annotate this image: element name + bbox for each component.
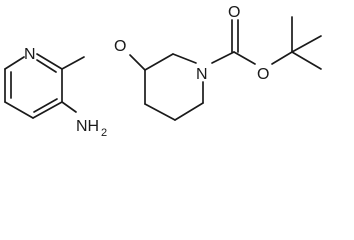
bond-pip-c2-n [172, 53, 197, 64]
bond-pyr-c3-c4 [32, 101, 63, 119]
piperidine-nitrogen-label: N [196, 66, 208, 83]
amine-nh-label: NH [76, 118, 99, 135]
carbonyl-oxygen-label: O [228, 4, 240, 21]
bond-ester-o-tbu [271, 51, 293, 65]
chemical-structure-diagram: N O N O O NH 2 [4, 4, 322, 139]
ester-oxygen-label: O [257, 66, 269, 83]
ether-oxygen-label: O [114, 38, 126, 55]
pyridine-nitrogen-label: N [24, 46, 36, 63]
bond-o-pip [129, 54, 146, 71]
amine-subscript-label: 2 [101, 127, 107, 139]
bond-pyr-c6-n [4, 56, 25, 70]
piperidine-ring [144, 53, 204, 121]
pyridine-ring [4, 53, 63, 119]
bond-carbonyl-ester-o [233, 51, 256, 65]
bond-c2-o [61, 56, 85, 70]
bond-n-carbonyl [211, 51, 235, 64]
bond-pip-c3-c2 [144, 53, 174, 71]
structure-svg: N O N O O NH 2 [4, 4, 322, 139]
bond-pyr-n-c2 [36, 53, 63, 70]
bond-pyr-inner-1 [36, 59, 57, 73]
bond-c3-nh2 [61, 101, 77, 113]
bond-tbu-methyl-down [291, 51, 322, 70]
bond-pip-c6-c5 [174, 102, 204, 121]
bond-pyr-c4-c5 [4, 101, 34, 119]
bond-tbu-methyl-right [291, 35, 322, 53]
bond-pip-c5-c4 [144, 103, 176, 121]
bond-pyr-inner-2 [33, 98, 58, 113]
